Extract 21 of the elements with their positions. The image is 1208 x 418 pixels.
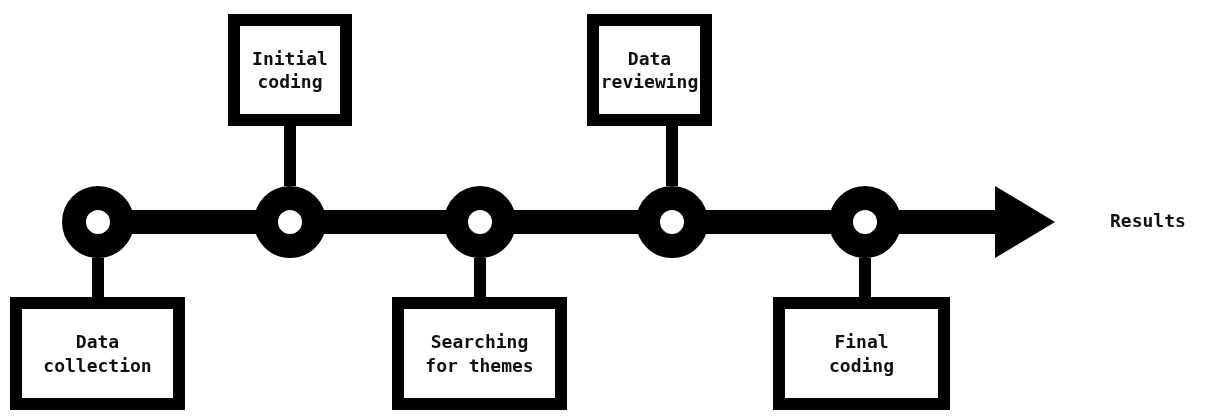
connector-line: [474, 258, 486, 297]
timeline-arrow: [899, 186, 1055, 258]
outcome-label: Results: [1110, 210, 1186, 231]
timeline-line: [706, 210, 831, 234]
step-box: [10, 297, 185, 410]
step-box: [587, 14, 712, 126]
step-box: [392, 297, 567, 410]
connector-line: [92, 258, 104, 297]
connector-line: [859, 258, 871, 297]
connector-line: [284, 126, 296, 186]
step-label: Final coding: [828, 330, 895, 377]
step-box: [228, 14, 352, 126]
step-label: Initial coding: [251, 46, 329, 94]
timeline-line: [324, 210, 446, 234]
timeline-line: [132, 210, 256, 234]
step-box: [773, 297, 950, 410]
timeline-line: [514, 210, 638, 234]
step-label: Data collection: [42, 330, 153, 377]
connector-line: [666, 126, 678, 186]
step-label: Searching for themes: [424, 330, 535, 377]
step-label: Data reviewing: [600, 46, 699, 94]
